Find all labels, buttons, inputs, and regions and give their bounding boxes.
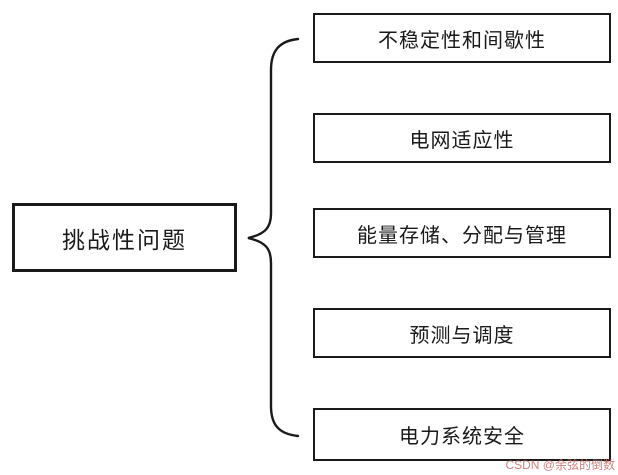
- branch-box-instability: 不稳定性和间歇性: [313, 13, 611, 63]
- branch-box-power-system-safety: 电力系统安全: [313, 408, 611, 461]
- brace-path: [247, 37, 300, 438]
- branch-label: 不稳定性和间歇性: [378, 29, 546, 52]
- branch-label: 能量存储、分配与管理: [357, 224, 567, 247]
- branch-box-forecast-dispatch: 预测与调度: [313, 308, 611, 358]
- branch-box-energy-storage: 能量存储、分配与管理: [313, 208, 611, 258]
- branch-label: 预测与调度: [409, 324, 515, 347]
- branch-label: 电力系统安全: [399, 426, 525, 448]
- branch-label: 电网适应性: [409, 129, 515, 152]
- root-node-label: 挑战性问题: [62, 227, 187, 253]
- root-node-box: 挑战性问题: [12, 203, 237, 272]
- branch-box-grid-adaptability: 电网适应性: [313, 113, 611, 163]
- csdn-watermark: CSDN @余弦的倒数: [505, 458, 615, 472]
